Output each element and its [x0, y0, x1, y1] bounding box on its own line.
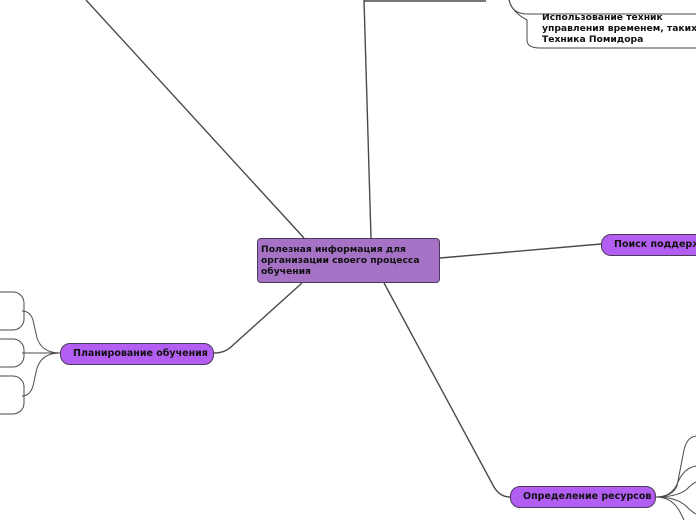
note-line-2: управления временем, таких как — [542, 23, 696, 34]
edge-note-time — [508, 0, 696, 49]
central-topic[interactable]: Полезная информация для организации свое… — [257, 238, 440, 283]
edge-resources-leaf-4 — [655, 496, 696, 515]
branch-support-label: Поиск поддержки — [614, 239, 696, 250]
branch-resources-label: Определение ресурсов — [523, 491, 652, 502]
edge-resources-leaf-5 — [655, 496, 685, 520]
branch-planning[interactable]: Планирование обучения — [60, 343, 214, 365]
planning-leaf-1 — [0, 291, 25, 331]
edge-to-top-branch — [363, 0, 372, 239]
planning-leaf-3 — [0, 375, 25, 415]
edge-to-planning — [213, 282, 303, 354]
note-time-management[interactable]: Использование техник управления временем… — [542, 12, 696, 45]
branch-support[interactable]: Поиск поддержки — [601, 234, 696, 256]
planning-leaf-2 — [0, 338, 25, 368]
branch-resources[interactable]: Определение ресурсов — [510, 486, 656, 508]
edge-to-resources — [383, 282, 511, 498]
edge-resources-leaf-3 — [655, 481, 696, 498]
edge-planning-leaf-3 — [21, 352, 61, 397]
edge-to-top-left-branch — [85, 0, 305, 239]
edge-to-support — [439, 243, 602, 259]
edge-planning-leaf-1 — [21, 310, 61, 354]
edge-resources-leaf-1 — [655, 435, 696, 498]
note-line-1: Использование техник — [542, 12, 663, 23]
branch-planning-label: Планирование обучения — [73, 348, 208, 359]
note-line-3: Техника Помидора — [542, 34, 644, 45]
edge-resources-leaf-2 — [655, 465, 696, 498]
central-topic-label: Полезная информация для организации свое… — [261, 244, 420, 277]
